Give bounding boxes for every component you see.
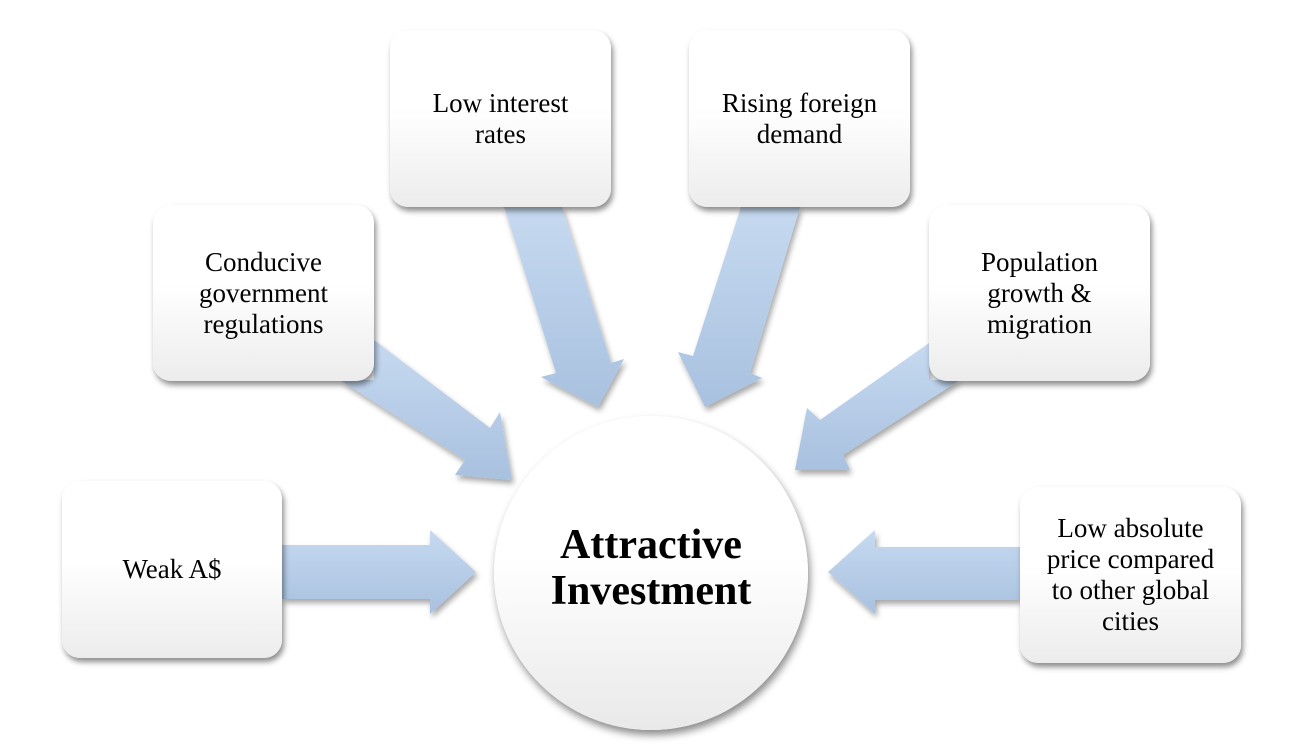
factor-box-weak-aud: Weak A$ [62,481,282,658]
center-node-attractive-investment: Attractive Investment [494,416,808,730]
arrow-population-growth [795,343,960,470]
arrow-interest-rates [503,207,624,407]
factor-box-government-regulations: Conducive government regulations [153,205,374,381]
arrow-government-regulations [340,340,512,480]
arrow-weak-aud [282,530,476,614]
factor-box-absolute-price: Low absolute price compared to other glo… [1020,487,1241,663]
arrow-absolute-price [828,530,1020,614]
arrow-foreign-demand [678,207,800,407]
factor-label: Population growth & migration [980,246,1098,339]
factor-box-interest-rates: Low interest rates [390,30,611,207]
factor-label: Low absolute price compared to other glo… [1046,513,1215,636]
factor-label: Low interest rates [432,87,569,149]
factor-label: Conducive government regulations [199,246,328,339]
factor-box-foreign-demand: Rising foreign demand [689,30,910,207]
center-label: Attractive Investment [550,522,752,614]
factor-box-population-growth: Population growth & migration [929,205,1150,381]
factor-label: Weak A$ [122,554,222,584]
factor-label: Rising foreign demand [721,87,878,149]
